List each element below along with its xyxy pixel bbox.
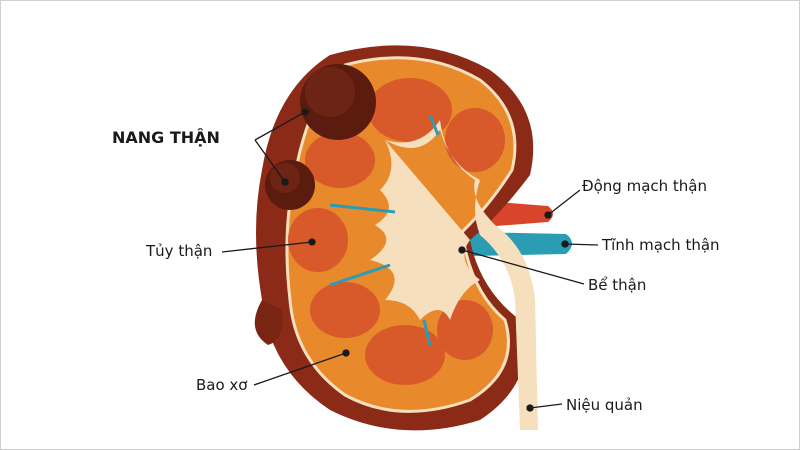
label-medulla: Tủy thận [146,242,213,260]
label-renal-vein: Tĩnh mạch thận [602,236,720,254]
cyst-large [300,64,376,140]
leader-lines [221,108,599,412]
renal-pelvis [370,120,538,430]
label-capsule: Bao xơ [196,376,248,394]
label-ureter: Niệu quản [566,396,643,414]
label-renal-artery: Động mạch thận [582,177,708,195]
cyst-small [265,160,315,210]
label-renal-pelvis: Bể thận [588,276,647,294]
kidney-bulge [254,300,283,345]
label-kidney-cyst: NANG THẬN [112,128,220,147]
medulla-pyramids [288,78,505,385]
vessel-streaks [329,114,440,346]
